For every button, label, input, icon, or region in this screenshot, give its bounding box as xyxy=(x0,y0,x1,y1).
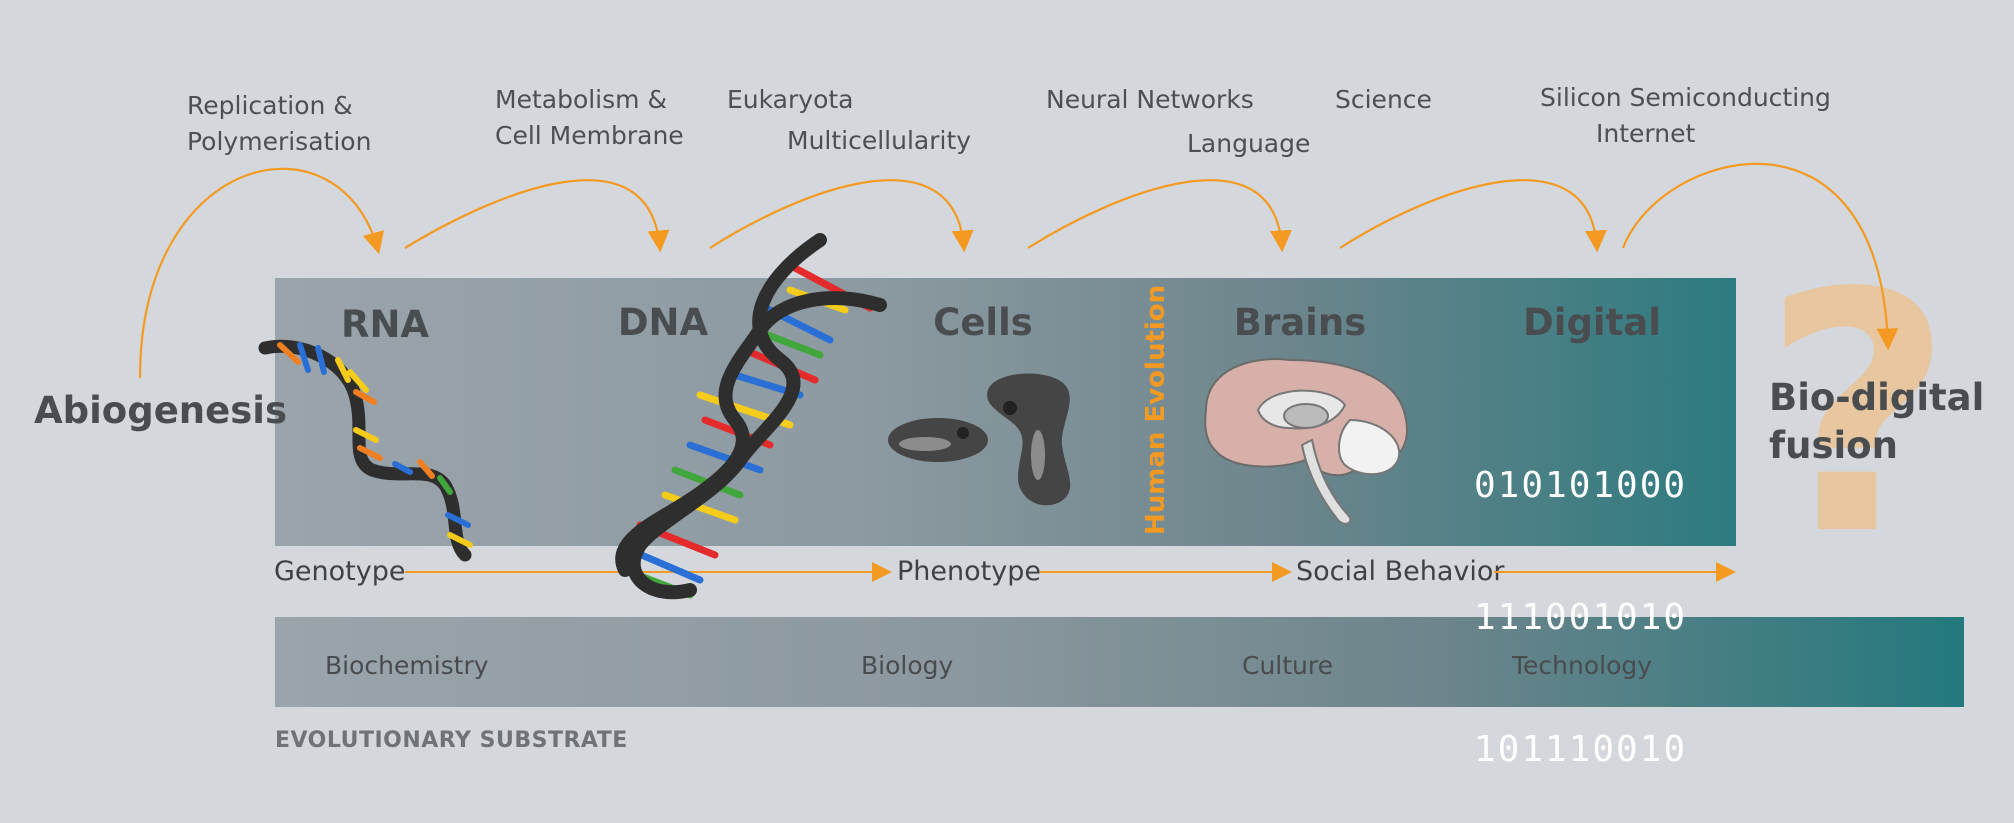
milestone-neural-networks: Neural Networks xyxy=(1046,85,1254,114)
dna-helix-icon xyxy=(615,233,887,600)
flow-phenotype: Phenotype xyxy=(897,556,1041,587)
flow-social-behavior: Social Behavior xyxy=(1296,556,1505,587)
substrate-technology: Technology xyxy=(1512,651,1653,680)
milestone-language: Language xyxy=(1187,129,1311,158)
milestone-eukaryota: Eukaryota xyxy=(727,85,854,114)
substrate-band xyxy=(275,617,1964,707)
binary-row: 101110010 xyxy=(1474,729,1688,770)
flow-genotype: Genotype xyxy=(274,556,406,587)
binary-row: 111001010 xyxy=(1474,597,1688,638)
substrate-culture: Culture xyxy=(1242,651,1334,680)
fusion-line-2: fusion xyxy=(1769,424,1898,467)
milestone-metabolism: Metabolism & Cell Membrane xyxy=(495,85,684,150)
binary-row: 010101000 xyxy=(1474,465,1688,506)
stage-brains: Brains xyxy=(1233,301,1367,344)
binary-block: 010101000 111001010 101110010 xyxy=(1474,376,1687,816)
milestone-multicellularity: Multicellularity xyxy=(787,126,972,155)
substrate-biochemistry: Biochemistry xyxy=(325,651,489,680)
evolutionary-substrate-label: EVOLUTIONARY SUBSTRATE xyxy=(275,728,628,753)
arrow-abiogenesis-rna xyxy=(138,167,384,379)
cells-icon xyxy=(888,373,1071,506)
stage-digital: Digital xyxy=(1523,301,1661,344)
stage-rna: RNA xyxy=(340,303,430,346)
arrow-dna-cells xyxy=(709,179,974,253)
arrow-digital-fusion xyxy=(1621,162,1899,351)
stage-cells: Cells xyxy=(933,301,1033,344)
milestone-internet: Internet xyxy=(1596,119,1696,148)
question-mark: ? xyxy=(1762,223,1954,607)
arrow-brains-digital xyxy=(1339,179,1607,253)
arrow-cells-brains xyxy=(1027,179,1292,253)
milestone-replication: Replication & Polymerisation xyxy=(187,91,372,156)
milestone-silicon: Silicon Semiconducting xyxy=(1540,83,1831,112)
rna-strand-icon xyxy=(258,339,473,562)
milestone-science: Science xyxy=(1335,85,1432,114)
arrow-rna-dna xyxy=(404,179,670,253)
transition-arrows xyxy=(138,162,1899,379)
substrate-biology: Biology xyxy=(861,651,954,680)
abiogenesis-label: Abiogenesis xyxy=(34,389,287,432)
bio-digital-fusion-label: Bio-digital fusion xyxy=(1769,374,1984,470)
stage-dna: DNA xyxy=(617,301,709,344)
fusion-line-1: Bio-digital xyxy=(1769,376,1985,419)
brain-icon xyxy=(1204,358,1408,525)
